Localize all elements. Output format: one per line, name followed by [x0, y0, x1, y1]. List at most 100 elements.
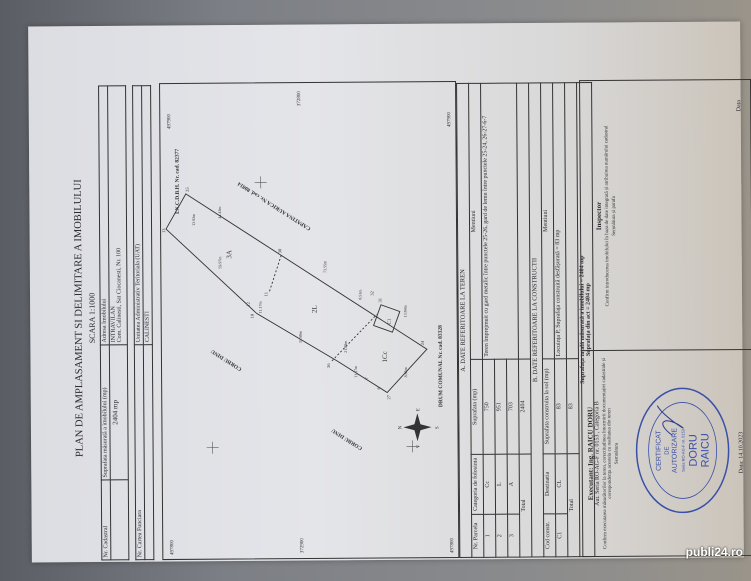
suprafata-label: Suprafata măsurată a imobilului (mp)	[99, 344, 110, 480]
nr-cadastral-value	[109, 479, 129, 560]
carte-funciara-value	[142, 344, 154, 560]
distance-label: 44.43m	[216, 206, 221, 219]
coord-label: 497900	[167, 113, 172, 129]
parcel-1cc: 1Cc	[380, 351, 388, 362]
stamp-text: DE	[664, 446, 670, 454]
column-header: Cod constr.	[543, 513, 556, 557]
document-paper: PLAN DE AMPLASAMENT SI DELIMITARE A IMOB…	[28, 21, 751, 563]
point-label: 10	[249, 313, 254, 318]
neighbor-labels: I.N.C.D.B.H. Nr. cad. 82377 CAPATINA AUR…	[174, 149, 444, 451]
distance-label: 11.17m	[353, 365, 358, 378]
compass-v: V	[416, 444, 421, 448]
cell: 3	[507, 514, 520, 558]
neighbor-north: I.N.C.D.B.H. Nr. cad. 82377	[174, 149, 180, 214]
column-header: Destinatia	[542, 453, 556, 514]
distance-label: 21.89m	[342, 340, 347, 353]
parcel-3a: 3A	[225, 250, 233, 259]
point-label: 6	[376, 387, 381, 390]
column-header: Nr. Parcela	[471, 514, 484, 558]
point-label: 26	[325, 363, 330, 368]
point-labels: 13 25 30 11 12 10 26 31 32 24 27 6 7	[161, 187, 425, 400]
coord-label: 372900	[300, 538, 305, 554]
cell: 1	[483, 514, 496, 558]
header-table-2: Nr. Cartea Funciara Unitatea Administrat…	[132, 85, 154, 560]
compass-rose-icon: N E S V	[398, 408, 440, 448]
uat-value: CALINESTI	[141, 85, 152, 345]
executant-sign-label: Semnătura	[614, 442, 620, 465]
watermark: publi24.ro	[685, 545, 743, 559]
point-label: 7	[364, 377, 369, 380]
executant-date: Data: 14.10.2023	[737, 431, 745, 474]
building-c1	[372, 304, 400, 333]
coordinate-labels: 497800 497900 497800 497900 372800 37290…	[167, 91, 455, 555]
neighbor-west-bottom: CORBU DINU	[330, 427, 363, 451]
distance-labels: 13.93m 44.43m 73.55m 59.97m 31.98m 11.17…	[190, 206, 408, 378]
point-label: 27	[386, 394, 391, 399]
compass-n: N	[398, 425, 403, 429]
point-label: 24	[419, 340, 424, 345]
grid-crosses	[206, 176, 419, 454]
point-label: 25	[184, 187, 189, 192]
distance-label: 11.17m	[257, 301, 262, 314]
inspector-date: Data	[735, 100, 742, 112]
cell: A	[506, 454, 520, 515]
adresa-line2: Com. Calinesti, Sat Ciocanesti, Nr. 100	[115, 247, 123, 343]
cell: Total	[566, 453, 580, 557]
stamp-name: RAICU	[699, 433, 711, 467]
parcel-2l: 2L	[310, 305, 318, 313]
coord-label: 497800	[170, 539, 175, 555]
neighbor-south: DRUM COMUNAL Nr. cad. 83328	[437, 325, 444, 407]
parcel-boundary	[164, 193, 428, 394]
distance-label: 13.93m	[190, 213, 195, 226]
neighbor-east: CAPATINA AURICA Nr. cad. 80814	[236, 180, 311, 231]
signature-section: Executant: Ing. RAICU DORU Aut. Seria RO…	[578, 78, 751, 558]
executant-text: Confirm executarea măsurătorilor la tere…	[601, 357, 613, 550]
cell: 83	[565, 358, 579, 454]
cell: 2	[495, 514, 508, 558]
compass-s: S	[435, 426, 440, 429]
cell: C1	[555, 513, 568, 557]
distance-label: 73.55m	[322, 260, 327, 273]
document-rotated: PLAN DE AMPLASAMENT SI DELIMITARE A IMOB…	[63, 51, 751, 581]
stamp-text: AUTORIZARE	[671, 428, 678, 473]
parcel-c1: C1	[387, 318, 392, 324]
coord-label: 372800	[297, 91, 302, 107]
cell: Total	[518, 453, 532, 558]
neighbor-west-top: CORBU DINU	[210, 348, 243, 372]
land-data-table: A. DATE REFERITOARE LA TEREN Nr. Parcela…	[456, 82, 595, 558]
point-label: 12	[245, 302, 250, 307]
compass-e: E	[416, 408, 421, 411]
distance-label: 13.84m	[402, 304, 407, 317]
cell: L	[494, 454, 508, 515]
cell: 951	[493, 359, 507, 455]
point-label: 11	[263, 292, 268, 296]
cell: 83	[553, 358, 567, 454]
cell: CL	[554, 453, 568, 514]
cell: 2404	[517, 358, 531, 455]
document-title: PLAN DE AMPLASAMENT SI DELIMITARE A IMOB…	[72, 179, 86, 458]
distance-label: 59.97m	[217, 256, 222, 269]
executant-block: Executant: Ing. RAICU DORU Aut. Seria RO…	[581, 348, 751, 557]
nr-cadastral-label: Nr. Cadastral	[100, 479, 111, 560]
header-table: Nr. Cadastral Suprafata măsurată a imobi…	[98, 85, 129, 560]
parcel-labels: 3A 2L 1Cc C1	[225, 250, 393, 363]
column-header: Suprafata (mp)	[469, 359, 483, 455]
inspector-block: Inspector Confirm introducerea imobilulu…	[580, 80, 751, 351]
scale-label: SCARA 1:1000	[86, 292, 97, 344]
point-label: 30	[277, 248, 282, 253]
coord-label: 497900	[447, 112, 452, 128]
cell: 750	[481, 359, 495, 455]
authorization-stamp: CERTIFICAT DE AUTORIZARE Seria RO-AG-F n…	[635, 387, 729, 514]
point-label: 31	[377, 298, 382, 303]
column-header: Categoria de folosinta	[470, 454, 484, 515]
stamp-text: Seria RO-AG-F nr. 0153	[680, 428, 685, 472]
stamp-text: CERTIFICAT	[655, 430, 662, 471]
column-header: Suprafata construita la sol (mp)	[541, 358, 555, 454]
suprafata-value: 2404 mp	[108, 344, 128, 480]
mentiuni-cell: Teren împrejmuit cu gard metalic între p…	[480, 83, 518, 360]
distance-label: 8.85m	[403, 366, 408, 377]
cell: 703	[505, 359, 519, 455]
distance-label: 8.51m	[357, 289, 362, 300]
distance-label: 31.98m	[297, 330, 302, 343]
